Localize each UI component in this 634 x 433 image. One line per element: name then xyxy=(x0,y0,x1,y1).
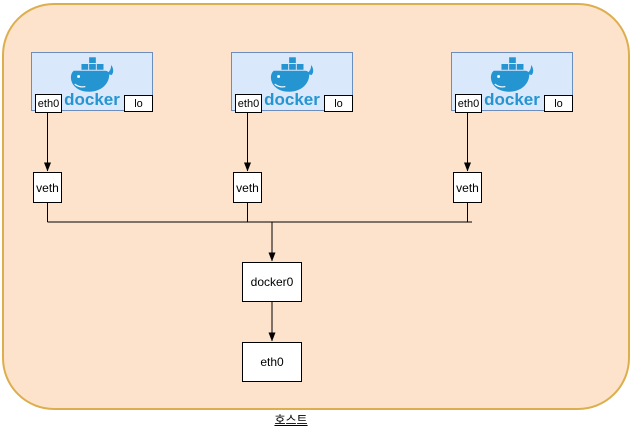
container3-eth0-node: eth0 xyxy=(455,94,482,113)
docker-wordmark: docker xyxy=(264,90,320,109)
docker-wordmark: docker xyxy=(64,90,120,109)
docker-container-3: docker eth0 lo xyxy=(451,52,573,113)
container1-lo-node: lo xyxy=(124,95,153,112)
docker-whale-icon xyxy=(70,57,114,92)
docker-whale-icon xyxy=(270,57,314,92)
veth-node-1: veth xyxy=(33,172,62,203)
container2-eth0-node: eth0 xyxy=(235,94,262,113)
host-label: 호스트 xyxy=(274,413,308,427)
docker-wordmark: docker xyxy=(484,90,540,109)
docker-container-1: docker eth0 lo xyxy=(31,52,153,113)
docker0-bridge-node: docker0 xyxy=(242,262,302,302)
docker-container-2: docker eth0 lo xyxy=(231,52,353,113)
veth-node-2: veth xyxy=(233,172,262,203)
container2-lo-node: lo xyxy=(324,95,353,112)
docker-whale-icon xyxy=(490,57,534,92)
container3-lo-node: lo xyxy=(544,95,573,112)
host-eth0-node: eth0 xyxy=(242,342,302,382)
veth-node-3: veth xyxy=(453,172,482,203)
container1-eth0-node: eth0 xyxy=(35,94,62,113)
